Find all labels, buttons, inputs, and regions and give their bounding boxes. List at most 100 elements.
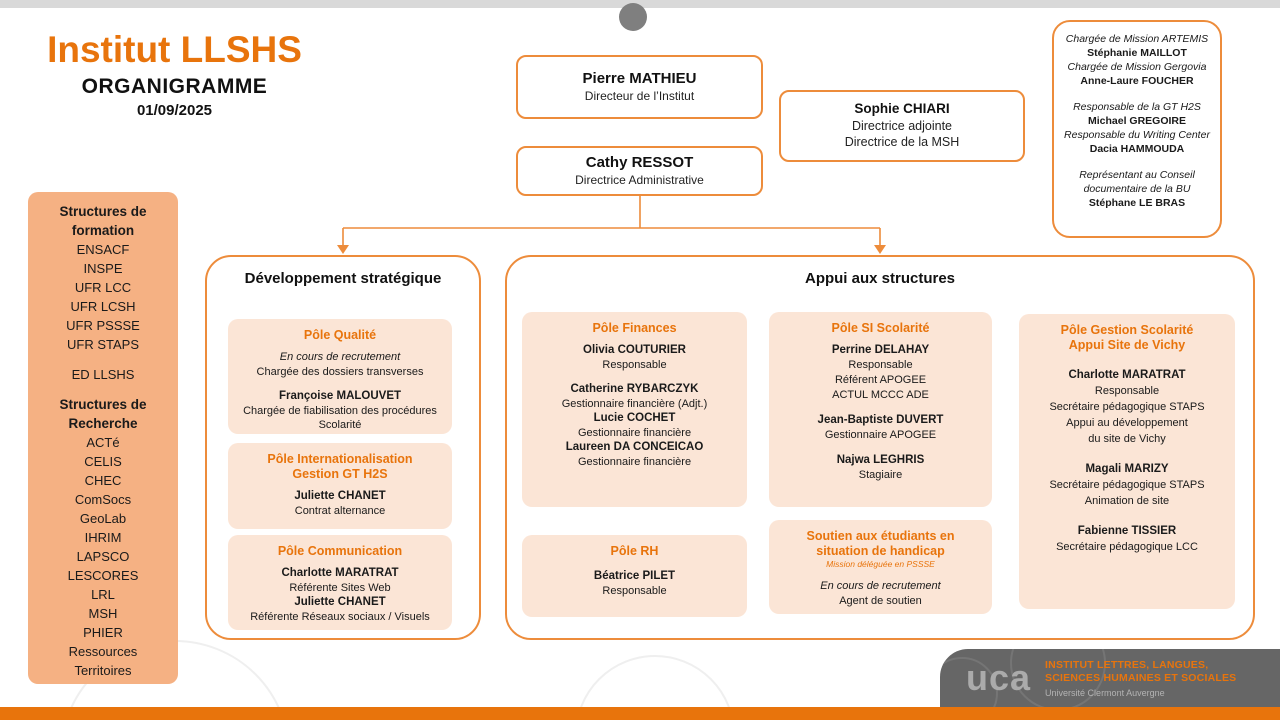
date-label: 01/09/2025 bbox=[136, 101, 213, 119]
pole-line: Secrétaire pédagogique STAPS bbox=[1049, 401, 1205, 413]
pole-line: Gestionnaire financière bbox=[577, 426, 692, 439]
pole-title: Pôle RH bbox=[610, 544, 659, 558]
pole-note: Mission déléguée en PSSSE bbox=[826, 559, 935, 569]
pole-line: Laureen DA CONCEICAO bbox=[565, 441, 704, 453]
appui-structures-section: Appui aux structures Pôle Finances Olivi… bbox=[505, 255, 1255, 640]
uca-logo: uca bbox=[966, 657, 1032, 698]
sidebar-line: MSH bbox=[88, 606, 118, 621]
pole-line: Juliette CHANET bbox=[294, 596, 386, 608]
pole-line: Charlotte MARATRAT bbox=[1068, 369, 1186, 381]
sidebar-line: INSPE bbox=[83, 261, 123, 276]
pole-line: Olivia COUTURIER bbox=[583, 344, 686, 356]
sidebar-line: LRL bbox=[91, 587, 115, 602]
pole-line: Fabienne TISSIER bbox=[1077, 525, 1177, 537]
pole-line: Animation de site bbox=[1084, 495, 1170, 507]
director-role: Directeur de l’Institut bbox=[584, 88, 695, 103]
arrow-down-icon bbox=[337, 245, 349, 254]
pole-line: Contrat alternance bbox=[294, 504, 386, 517]
admin-director-name: Cathy RESSOT bbox=[585, 153, 694, 171]
pole-line: Responsable bbox=[602, 358, 667, 371]
pole-line: Jean-Baptiste DUVERT bbox=[817, 414, 944, 426]
pole-line: En cours de recrutement bbox=[279, 351, 401, 363]
missions-line: Anne-Laure FOUCHER bbox=[1080, 75, 1194, 87]
sidebar-line: PHIER bbox=[83, 625, 123, 640]
pole-line: Lucie COCHET bbox=[593, 412, 676, 424]
sidebar-line: Structures de formation bbox=[59, 204, 147, 238]
pole-line: Secrétaire pédagogique STAPS bbox=[1049, 479, 1205, 491]
sidebar-line: IHRIM bbox=[84, 530, 122, 545]
pole-title: Pôle Communication bbox=[277, 544, 403, 558]
section-title: Développement stratégique bbox=[244, 270, 442, 287]
pole-line: Chargée de fiabilisation des procédures … bbox=[243, 404, 437, 432]
pole-title: Pôle Qualité bbox=[303, 328, 377, 342]
page-title: ORGANIGRAMME bbox=[81, 74, 268, 98]
sidebar-line: LESCORES bbox=[67, 568, 139, 583]
pole-line: Najwa LEGHRIS bbox=[836, 454, 925, 466]
sidebar-line: UFR PSSSE bbox=[66, 318, 140, 333]
pole-line: Charlotte MARATRAT bbox=[281, 567, 399, 579]
deputy-director-box: Sophie CHIARI Directrice adjointe Direct… bbox=[779, 90, 1025, 162]
pole-line: ACTUL MCCC ADE bbox=[832, 389, 929, 401]
sidebar-line: GeoLab bbox=[79, 511, 127, 526]
missions-line: Michael GREGOIRE bbox=[1087, 115, 1187, 127]
director-name: Pierre MATHIEU bbox=[582, 69, 697, 87]
sidebar-line: UFR LCC bbox=[74, 280, 132, 295]
pole-line: Françoise MALOUVET bbox=[278, 390, 402, 402]
pole-line: Juliette CHANET bbox=[294, 490, 386, 502]
pole-line: Référente Réseaux sociaux / Visuels bbox=[250, 610, 430, 623]
admin-director-role: Directrice Administrative bbox=[575, 172, 704, 187]
pole-line: Catherine RYBARCZYK bbox=[570, 383, 699, 395]
pole-line: Référente Sites Web bbox=[289, 581, 391, 594]
sidebar-line: Territoires bbox=[74, 663, 132, 678]
pole-line: Référent APOGEE bbox=[834, 374, 927, 386]
footer-university-label: Université Clermont Auvergne bbox=[1045, 687, 1165, 698]
sidebar-line: Ressources bbox=[68, 644, 138, 659]
missions-line: Responsable de la GT H2S bbox=[1073, 101, 1201, 113]
missions-line: Représentant au Conseil documentaire de … bbox=[1079, 169, 1195, 195]
section-title: Appui aux structures bbox=[804, 270, 956, 287]
pole-rh: Pôle RH Béatrice PILET Responsable bbox=[522, 535, 747, 617]
pole-line: Chargée des dossiers transverses bbox=[256, 365, 424, 378]
pole-line: Agent de soutien bbox=[839, 594, 922, 607]
director-box: Pierre MATHIEU Directeur de l’Institut bbox=[516, 55, 763, 119]
pole-line: du site de Vichy bbox=[1088, 433, 1166, 445]
sidebar-line: CELIS bbox=[84, 454, 122, 469]
footer-banner: uca INSTITUT LETTRES, LANGUES, SCIENCES … bbox=[940, 649, 1280, 707]
sidebar-line: ENSACF bbox=[76, 242, 130, 257]
missions-line: Stéphane LE BRAS bbox=[1088, 197, 1186, 209]
pole-communication: Pôle Communication Charlotte MARATRAT Réf… bbox=[228, 535, 452, 630]
pole-line: Appui au développement bbox=[1066, 417, 1188, 429]
missions-line: Responsable du Writing Center bbox=[1064, 129, 1210, 141]
missions-line: Dacia HAMMOUDA bbox=[1089, 143, 1185, 155]
sidebar-line: Structures de Recherche bbox=[59, 397, 147, 431]
dev-strategique-section: Développement stratégique Pôle Qualité E… bbox=[205, 255, 481, 640]
pole-line: Stagiaire bbox=[858, 469, 903, 481]
pole-line: Gestionnaire APOGEE bbox=[824, 429, 937, 441]
bottom-accent-bar bbox=[0, 707, 1280, 720]
top-circle-decoration bbox=[619, 3, 647, 31]
footer-text: INSTITUT LETTRES, LANGUES, SCIENCES HUMA… bbox=[1045, 659, 1236, 698]
deputy-director-name: Sophie CHIARI bbox=[854, 101, 950, 117]
sidebar-line: CHEC bbox=[84, 473, 122, 488]
header: Institut LLSHS ORGANIGRAMME 01/09/2025 bbox=[22, 29, 327, 119]
sidebar-line: LAPSCO bbox=[76, 549, 130, 564]
sidebar-line: UFR STAPS bbox=[67, 337, 139, 352]
sidebar-line: UFR LCSH bbox=[70, 299, 136, 314]
pole-line: Secrétaire pédagogique LCC bbox=[1056, 541, 1198, 553]
pole-line: Béatrice PILET bbox=[593, 570, 676, 582]
pole-title: Pôle SI Scolarité bbox=[831, 321, 930, 335]
deputy-director-role: Directrice de la MSH bbox=[844, 135, 960, 150]
missions-line: Stéphanie MAILLOT bbox=[1087, 47, 1187, 59]
institute-title: Institut LLSHS bbox=[47, 29, 302, 70]
pole-line: Gestionnaire financière (Adjt.) bbox=[561, 397, 708, 410]
pole-line: Responsable bbox=[602, 584, 667, 597]
